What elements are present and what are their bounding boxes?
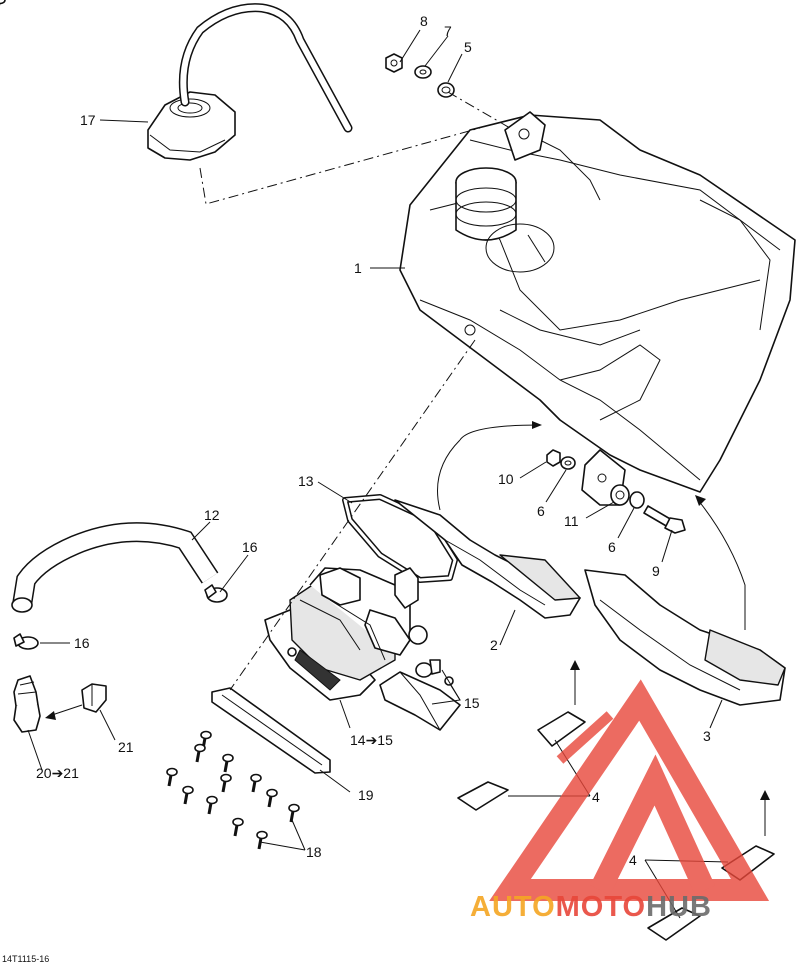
callout-5: 5	[464, 39, 472, 55]
callout-7: 7	[444, 23, 452, 39]
callout-2: 2	[490, 637, 498, 653]
callout-15: 15	[464, 695, 480, 711]
callout-19: 19	[358, 787, 374, 803]
callout-16-lower: 16	[74, 635, 90, 651]
retainer-clip-21	[81, 683, 107, 713]
callout-9: 9	[652, 563, 660, 579]
callout-16-upper: 16	[242, 539, 258, 555]
bolt-9	[643, 505, 686, 534]
hose-clamp-16-lower	[13, 633, 39, 650]
heat-shield-3	[584, 569, 786, 706]
callout-4-lower: 4	[629, 852, 637, 868]
gasket-13	[342, 494, 458, 583]
fuel-hose-12	[11, 522, 219, 613]
bolt-8	[385, 53, 403, 73]
callout-12: 12	[204, 507, 220, 523]
callout-4-middle: 4	[592, 789, 600, 805]
callout-3: 3	[703, 728, 711, 744]
adhesive-pad-4a	[537, 711, 586, 747]
watermark-text: AUTOMOTOHUB	[470, 891, 712, 923]
leader-lines	[27, 29, 729, 919]
spacer-5	[437, 82, 455, 98]
watermark-logo	[489, 679, 770, 901]
callout-17: 17	[80, 112, 96, 128]
callout-1: 1	[354, 260, 362, 276]
watermark-part1: AUTO	[470, 891, 556, 923]
callouts: 17 8 7 5 1 10 6 11 6 9 13 12 16 16 2 3 1…	[36, 13, 711, 868]
callout-13: 13	[298, 473, 314, 489]
watermark-part3: HUB	[646, 891, 712, 923]
fuel-tank	[399, 111, 796, 506]
screws-18	[0, 0, 301, 851]
callout-18: 18	[306, 844, 322, 860]
callout-14-15: 14➔15	[350, 732, 393, 748]
grommet-11	[610, 484, 630, 506]
washer-6-lower	[629, 491, 645, 509]
callout-21: 21	[118, 739, 134, 755]
callout-10: 10	[498, 471, 514, 487]
washer-6-upper	[560, 456, 576, 470]
fuel-cap	[147, 3, 353, 161]
callout-6-upper: 6	[537, 503, 545, 519]
washer-7	[414, 65, 432, 79]
assembly-lines	[45, 91, 770, 836]
fuel-pump	[264, 567, 428, 701]
callout-11: 11	[564, 513, 579, 529]
adhesive-pad-4b	[457, 781, 509, 811]
callout-8: 8	[420, 13, 428, 29]
hose-clamp-16-upper	[204, 584, 228, 603]
adhesive-pad-4d	[647, 907, 701, 941]
arrow-head	[532, 421, 542, 429]
quick-connector-20	[13, 675, 41, 733]
nut-10	[546, 449, 561, 467]
heat-shield-2	[394, 499, 581, 619]
gasket-plate-19	[211, 687, 331, 774]
callout-20-21: 20➔21	[36, 765, 79, 781]
pad-near-pump	[379, 671, 461, 731]
watermark-part2: MOTO	[556, 891, 646, 923]
callout-6-lower: 6	[608, 539, 616, 555]
diagram-reference: 14T1115-16	[2, 954, 49, 964]
